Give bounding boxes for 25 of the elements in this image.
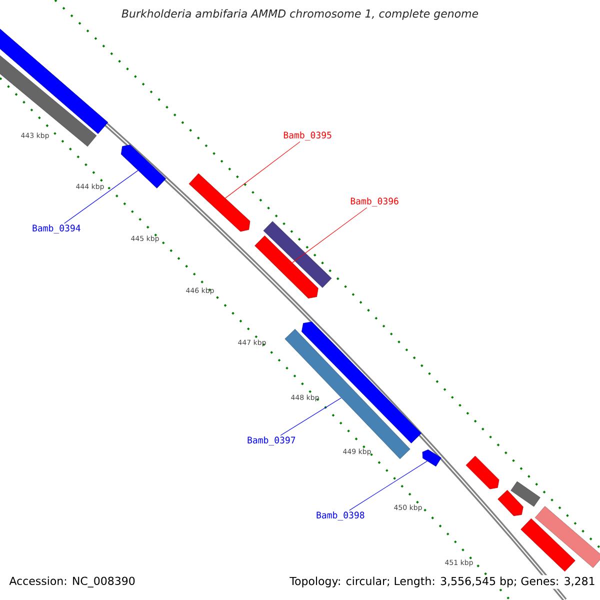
title: Burkholderia ambifaria AMMD chromosome 1, complete genome bbox=[122, 9, 478, 20]
genome-info-text: Topology: circular; Length: 3,556,545 bp; Genes: 3,281 bbox=[288, 575, 597, 589]
gene-label: Bamb_0395 bbox=[284, 132, 332, 140]
gene-feature bbox=[0, 26, 108, 134]
gene-feature bbox=[263, 221, 332, 288]
gene-label: Bamb_0394 bbox=[32, 224, 80, 234]
gene-feature bbox=[188, 173, 250, 232]
gene-feature bbox=[302, 322, 422, 444]
gene-feature bbox=[254, 236, 318, 298]
gene-feature bbox=[466, 456, 500, 490]
leader-line bbox=[292, 207, 368, 263]
gene-feature bbox=[520, 518, 576, 572]
gene-feature bbox=[510, 481, 540, 507]
accession-text: Accession: NC_008390 bbox=[9, 576, 135, 588]
gene-label: Bamb_0397 bbox=[248, 436, 296, 446]
gene-feature bbox=[120, 144, 166, 188]
leader-line bbox=[64, 170, 138, 224]
gene-label: Bamb_0396 bbox=[350, 198, 398, 206]
gene-label: Bamb_0398 bbox=[316, 512, 364, 520]
gene-feature bbox=[498, 490, 524, 516]
leader-line bbox=[225, 141, 300, 198]
gene-feature bbox=[422, 449, 442, 467]
leader-line bbox=[280, 398, 342, 436]
gene-feature bbox=[534, 506, 600, 568]
leader-line bbox=[349, 460, 428, 511]
